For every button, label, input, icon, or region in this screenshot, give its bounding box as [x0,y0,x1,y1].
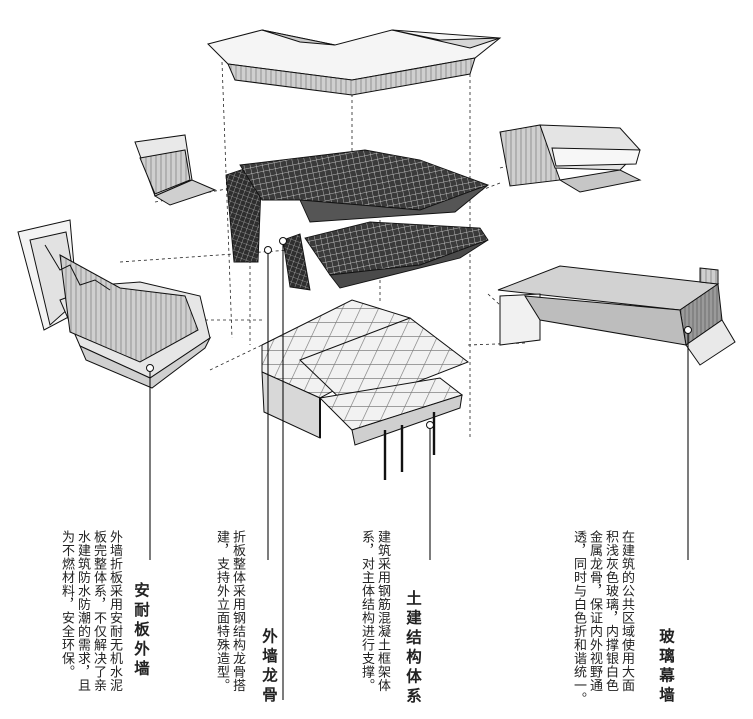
callout-desc-civil-structure: 建筑采用钢筋混凝土框架体 系，对主体结构进行支撑。 [359,530,390,692]
callout-title-glass-curtain-wall: 玻璃幕墙 [657,628,675,706]
callout-title-wall-keel: 外墙龙骨 [260,628,278,706]
steel-keel-structure [225,149,490,291]
callout-title-anhe-wall: 安耐板外墙 [132,582,150,680]
callout-desc-anhe-wall: 外墙折板采用安耐无机水泥 板完整体系，不仅解决了亲 水建筑防水防潮的需求，且 为… [59,530,122,692]
callout-dots [146,237,692,429]
callout-desc-glass-curtain-wall: 在建筑的公共区域使用大面 积浅灰色玻璃，内撑银白色 金属龙骨，保证内外视野通 透… [571,530,634,706]
callout-title-civil-structure: 土建结构体系 [404,590,422,707]
callout-desc-wall-keel: 折板整体采用钢结构龙骨搭 建，支持外立面特殊造型。 [214,530,245,692]
roof-panel [207,29,502,96]
callout-leaders [149,241,689,700]
concrete-frame-structure [261,299,470,480]
left-upper-wall-panel [134,134,217,206]
glass-curtain-wall-panel [497,265,736,366]
anhe-panel-left-wall [17,219,212,389]
right-upper-wall-panel [499,124,642,193]
